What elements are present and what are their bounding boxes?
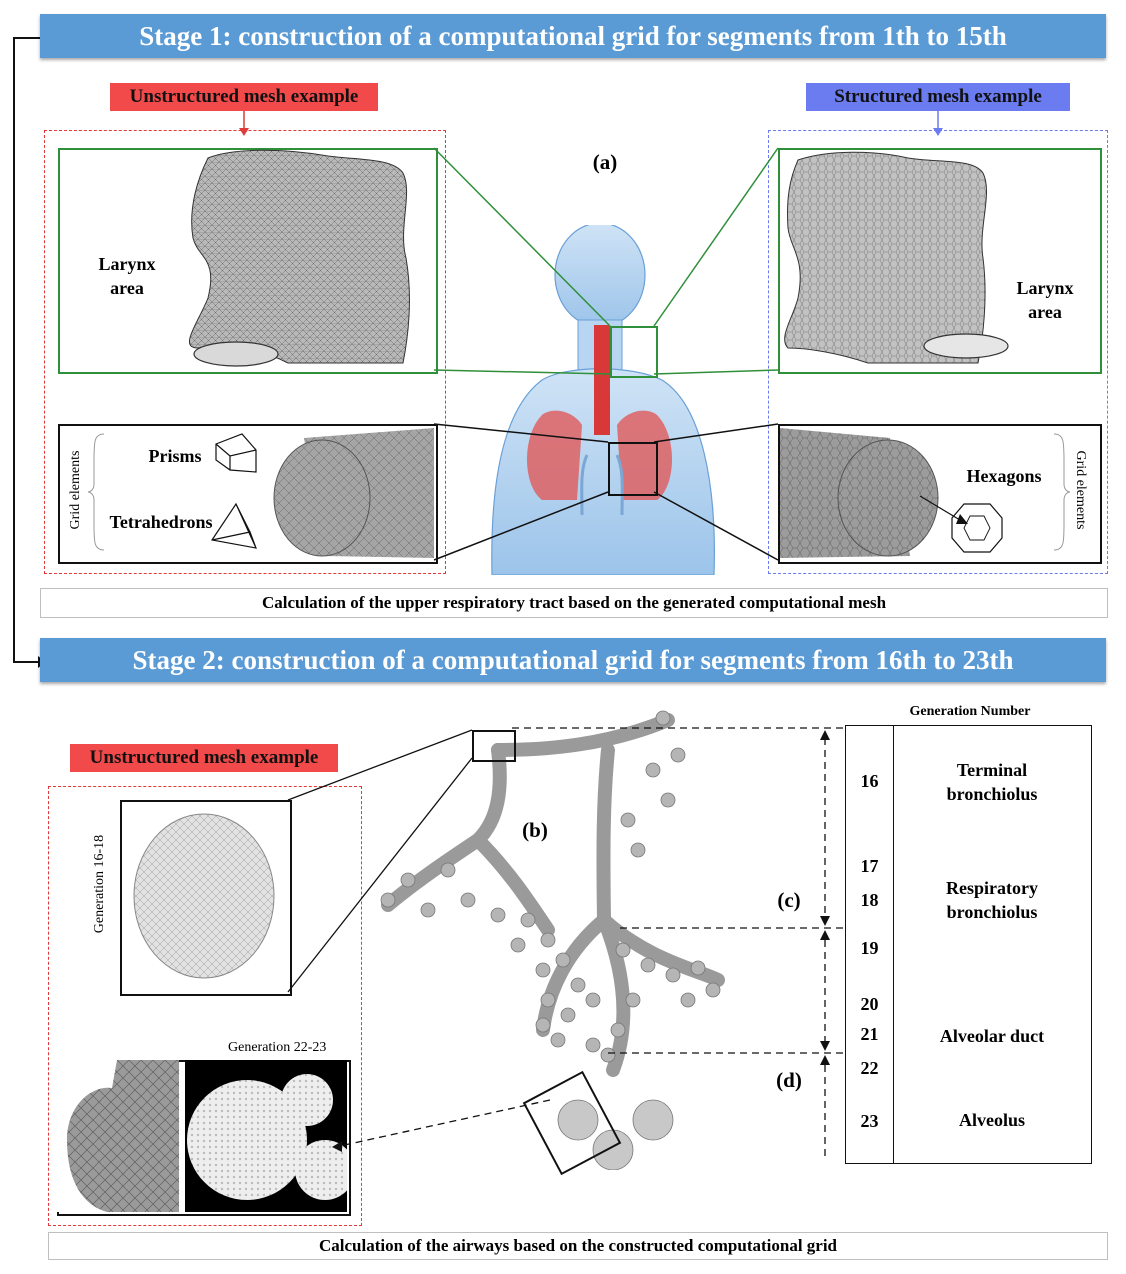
larynx-structured-panel [778, 148, 1102, 374]
gen-16-18-panel [120, 800, 292, 996]
brace-right [1053, 433, 1070, 551]
stage2-calc-caption: Calculation of the airways based on the … [48, 1232, 1108, 1260]
stage2-dashed-frame [48, 786, 362, 1226]
gen-number: 17 [860, 856, 879, 876]
truncated-octahedron-icon [951, 503, 1003, 553]
stage2-title: Stage 2: construction of a computational… [132, 644, 1014, 675]
prism-icon [215, 433, 257, 473]
gen-number: 19 [860, 938, 879, 958]
larynx-area-label-right: Larynx area [1016, 278, 1074, 322]
larynx-unstructured-panel [58, 148, 438, 374]
structured-grid-elements-panel [778, 424, 1102, 564]
tetrahedrons-label: Tetrahedrons [109, 512, 213, 532]
gen-16-18-mesh [133, 813, 275, 979]
gen-name-respiratory: Respiratory bronchiolus [946, 878, 1038, 922]
panel-b-label: (b) [522, 818, 548, 842]
hexagons-label: Hexagons [966, 466, 1042, 486]
larynx-zoom-frame [610, 326, 658, 378]
unstructured-tag-1: Unstructured mesh example [110, 83, 378, 111]
gen-22-23-label: Generation 22-23 [228, 1040, 327, 1055]
gen-number: 16 [860, 771, 879, 791]
stage2-title-bar: Stage 2: construction of a computational… [40, 638, 1106, 682]
gen-number: 23 [860, 1111, 879, 1131]
bronchus-zoom-frame [608, 442, 658, 496]
stage1-calc-caption: Calculation of the upper respiratory tra… [40, 588, 1108, 618]
gen-number: 20 [860, 994, 879, 1014]
panel-a-label: (a) [592, 150, 618, 174]
gen-number: 21 [860, 1024, 879, 1044]
larynx-area-label-left: Larynx area [98, 254, 156, 298]
larynx-structured-mesh [784, 151, 1009, 364]
unstructured-tag-2: Unstructured mesh example [70, 744, 338, 772]
airway-tree-illustration [380, 710, 725, 1170]
stage1-title: Stage 1: construction of a computational… [139, 20, 1007, 51]
prisms-label: Prisms [148, 446, 202, 466]
gen-number: 18 [860, 890, 879, 910]
generation-table: 16 17 18 19 20 21 22 23 Terminal bronchi… [845, 725, 1092, 1164]
generation-number-header: Generation Number [909, 704, 1031, 719]
larynx-unstructured-mesh [188, 149, 410, 367]
tetrahedron-icon [210, 502, 258, 549]
structured-tag: Structured mesh example [806, 83, 1070, 111]
panel-d-label: (d) [776, 1068, 802, 1092]
structured-dashed-frame [768, 130, 1108, 574]
gen-number: 22 [860, 1058, 879, 1078]
gen-name-alveolar-duct: Alveolar duct [939, 1026, 1045, 1046]
unstructured-grid-elements-panel [58, 424, 438, 564]
brace-left [88, 433, 105, 551]
zoom-connectors [433, 147, 779, 561]
gen-name-terminal: Terminal bronchiolus [946, 760, 1038, 804]
unstructured-cylinder-mesh [273, 428, 434, 558]
stage1-title-bar: Stage 1: construction of a computational… [40, 14, 1106, 58]
structured-cylinder-mesh [780, 428, 939, 558]
gen-22-23-mesh [57, 1060, 347, 1212]
panel-c-label: (c) [777, 888, 801, 912]
unstructured-dashed-frame [44, 130, 446, 574]
gen-16-zoom-frame [472, 730, 516, 762]
human-body-illustration [491, 225, 715, 575]
gen-name-alveolus: Alveolus [958, 1110, 1025, 1130]
